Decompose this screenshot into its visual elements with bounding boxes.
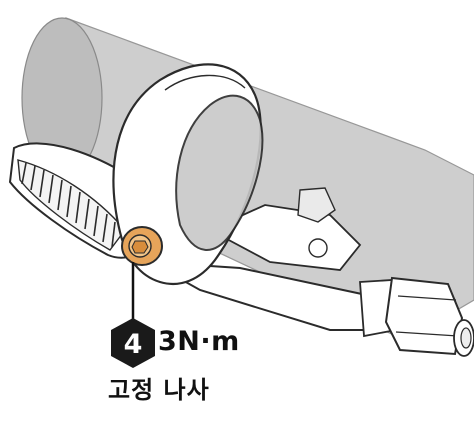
fixing-screw (121, 226, 163, 266)
end-hex-nut (359, 276, 474, 357)
step-number-text: 4 (124, 329, 143, 360)
part-name-label: 고정 나사 (108, 376, 210, 404)
torque-value: 3N·m (158, 326, 240, 357)
step-number-badge: 4 (111, 318, 155, 368)
